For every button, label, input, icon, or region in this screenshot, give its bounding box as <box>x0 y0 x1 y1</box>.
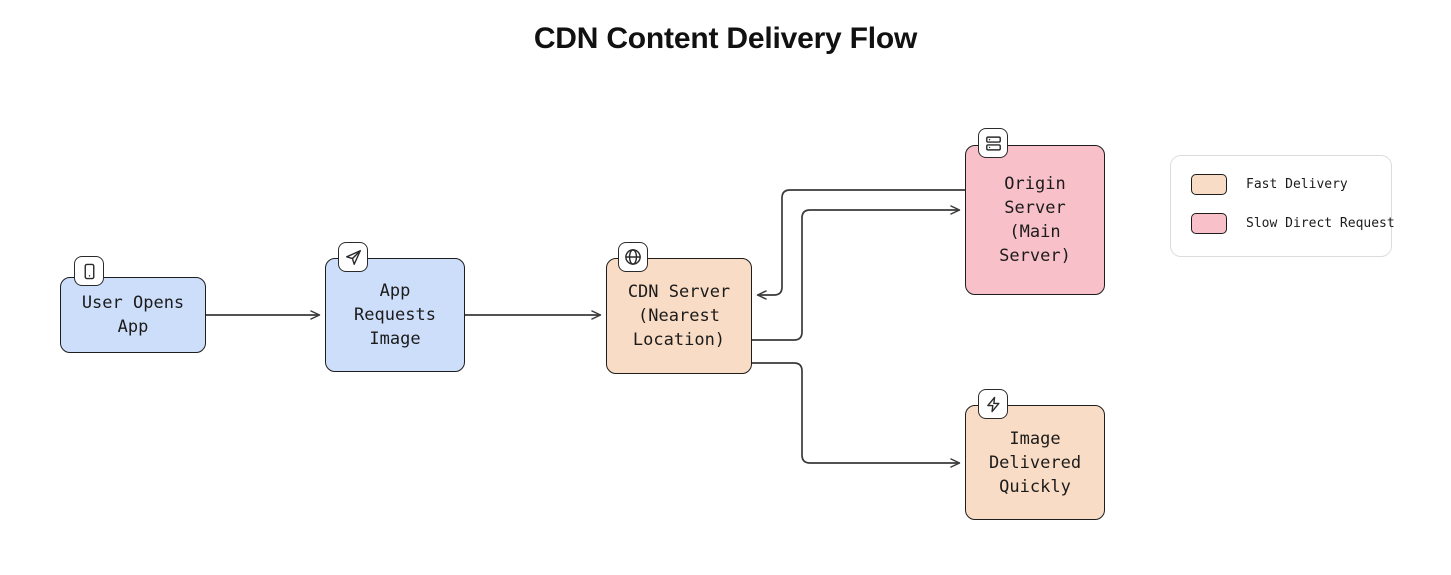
edge-origin-to-cdn <box>756 189 966 300</box>
lightning-bolt-icon <box>978 389 1008 419</box>
edge-cdn-to-image <box>751 362 961 468</box>
legend-swatch-slow-direct-request <box>1191 213 1227 234</box>
node-origin-server[interactable]: Origin Server (Main Server) <box>965 145 1105 295</box>
legend-label-fast-delivery: Fast Delivery <box>1246 177 1348 192</box>
globe-icon <box>618 242 648 272</box>
node-cdn-server[interactable]: CDN Server (Nearest Location) <box>606 258 752 374</box>
node-label: Image Delivered Quickly <box>988 428 1082 497</box>
server-rack-icon <box>978 128 1008 158</box>
smartphone-icon <box>74 256 104 286</box>
node-app-requests-image[interactable]: App Requests Image <box>325 258 465 372</box>
legend-swatch-fast-delivery <box>1191 174 1227 195</box>
node-label: Origin Server (Main Server) <box>999 174 1071 266</box>
legend-item-fast-delivery: Fast Delivery <box>1191 174 1371 195</box>
node-user-opens-app[interactable]: User Opens App <box>60 277 206 353</box>
node-image-delivered-quickly[interactable]: Image Delivered Quickly <box>965 405 1105 520</box>
legend: Fast Delivery Slow Direct Request <box>1170 155 1395 257</box>
send-icon <box>338 242 368 272</box>
legend-item-slow-direct-request: Slow Direct Request <box>1191 213 1395 234</box>
legend-label-slow-direct-request: Slow Direct Request <box>1246 216 1395 231</box>
node-label: CDN Server (Nearest Location) <box>627 282 731 350</box>
page-title: CDN Content Delivery Flow <box>533 22 918 55</box>
edge-cdn-to-origin <box>751 205 961 341</box>
node-label: App Requests Image <box>354 281 436 349</box>
node-label: User Opens App <box>81 293 185 337</box>
